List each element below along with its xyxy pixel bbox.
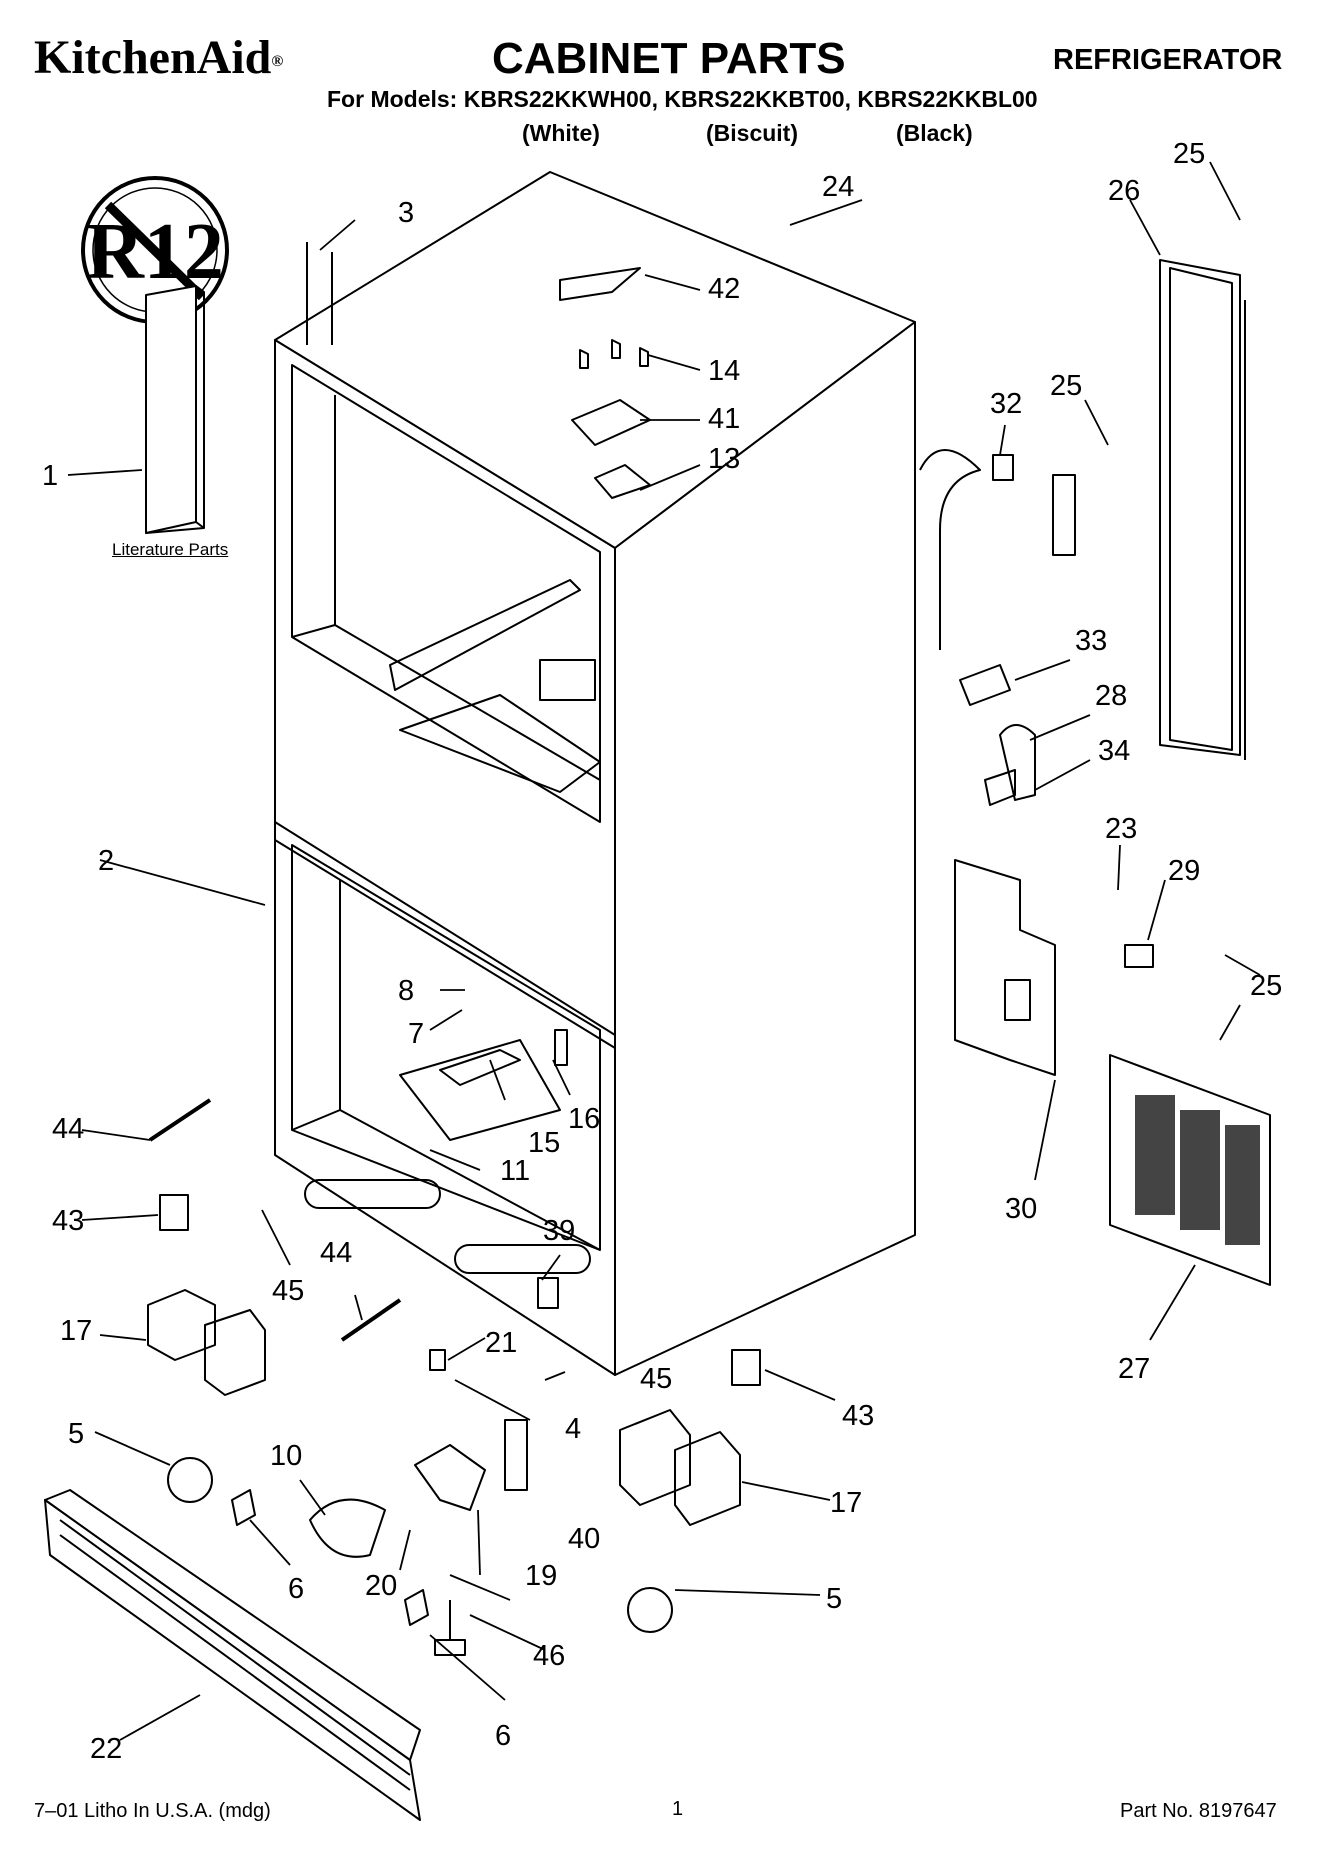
callout-16: 16	[568, 1103, 600, 1135]
callout-45a: 45	[272, 1275, 304, 1307]
callout-5a: 5	[68, 1418, 84, 1450]
variant-white: (White)	[522, 120, 600, 146]
callout-20: 20	[365, 1570, 397, 1602]
callout-33: 33	[1075, 625, 1107, 657]
callout-42: 42	[708, 273, 740, 305]
footer-print-info: 7–01 Litho In U.S.A. (mdg)	[34, 1800, 271, 1822]
callout-25b: 25	[1050, 370, 1082, 402]
rear-grille	[1109, 1054, 1271, 1286]
callout-2: 2	[98, 845, 114, 877]
callout-15: 15	[528, 1127, 560, 1159]
callout-43b: 43	[842, 1400, 874, 1432]
callout-30: 30	[1005, 1193, 1037, 1225]
refrigerator-cabinet	[274, 171, 916, 1376]
callout-5b: 5	[826, 1583, 842, 1615]
callout-27: 27	[1118, 1353, 1150, 1385]
callout-44a: 44	[52, 1113, 84, 1145]
callout-44b: 44	[320, 1237, 352, 1269]
variant-black: (Black)	[896, 120, 973, 146]
callout-40: 40	[568, 1523, 600, 1555]
side-panel	[1159, 259, 1246, 760]
thermostat-assembly	[919, 449, 1076, 806]
callout-22: 22	[90, 1733, 122, 1765]
callout-6b: 6	[495, 1720, 511, 1752]
callout-43a: 43	[52, 1205, 84, 1237]
callout-24: 24	[822, 171, 854, 203]
model-list: For Models: KBRS22KKWH00, KBRS22KKBT00, …	[327, 86, 1038, 112]
callout-17a: 17	[60, 1315, 92, 1347]
roller-brackets	[147, 1289, 741, 1633]
callout-14: 14	[708, 355, 740, 387]
base-grille	[44, 1489, 421, 1821]
product-category: REFRIGERATOR	[1053, 44, 1283, 76]
callout-23: 23	[1105, 813, 1137, 845]
callout-39: 39	[543, 1215, 575, 1247]
callout-32: 32	[990, 388, 1022, 420]
callout-6a: 6	[288, 1573, 304, 1605]
top-screws	[306, 242, 333, 345]
callout-26: 26	[1108, 175, 1140, 207]
callout-3: 3	[398, 197, 414, 229]
callout-41: 41	[708, 403, 740, 435]
leader-lines	[67, 161, 1261, 1741]
no-r12-refrigerant-icon: R12	[81, 176, 229, 324]
callout-46: 46	[533, 1640, 565, 1672]
callout-25c: 25	[1250, 970, 1282, 1002]
callout-11: 11	[500, 1155, 530, 1187]
literature-booklet	[145, 285, 205, 534]
part-number: Part No. 8197647	[1120, 1800, 1277, 1822]
callout-1: 1	[42, 460, 58, 492]
callout-13: 13	[708, 443, 740, 475]
literature-parts-label: Literature Parts	[112, 540, 229, 559]
callout-7: 7	[408, 1018, 424, 1050]
callout-21: 21	[485, 1327, 517, 1359]
front-hinge-parts	[309, 1349, 528, 1656]
page-title: CABINET PARTS	[492, 34, 846, 83]
callout-25a: 25	[1173, 138, 1205, 170]
variant-biscuit: (Biscuit)	[706, 120, 798, 146]
callout-17b: 17	[830, 1487, 862, 1519]
callout-29: 29	[1168, 855, 1200, 887]
callout-45b: 45	[640, 1363, 672, 1395]
callout-10: 10	[270, 1440, 302, 1472]
r12-text: R12	[86, 208, 224, 296]
page-number: 1	[672, 1798, 684, 1820]
callout-19: 19	[525, 1560, 557, 1592]
callout-numbers: 1 2 3 4 5 5 6 6 7 8 10 11 13 14 15 16 17…	[42, 138, 1282, 1765]
small-hardware	[148, 1029, 761, 1626]
callout-34: 34	[1098, 735, 1130, 767]
rear-bracket	[954, 859, 1154, 1076]
brand-logo: KitchenAid®	[34, 31, 284, 84]
callout-28: 28	[1095, 680, 1127, 712]
callout-8: 8	[398, 975, 414, 1007]
callout-4: 4	[565, 1413, 581, 1445]
